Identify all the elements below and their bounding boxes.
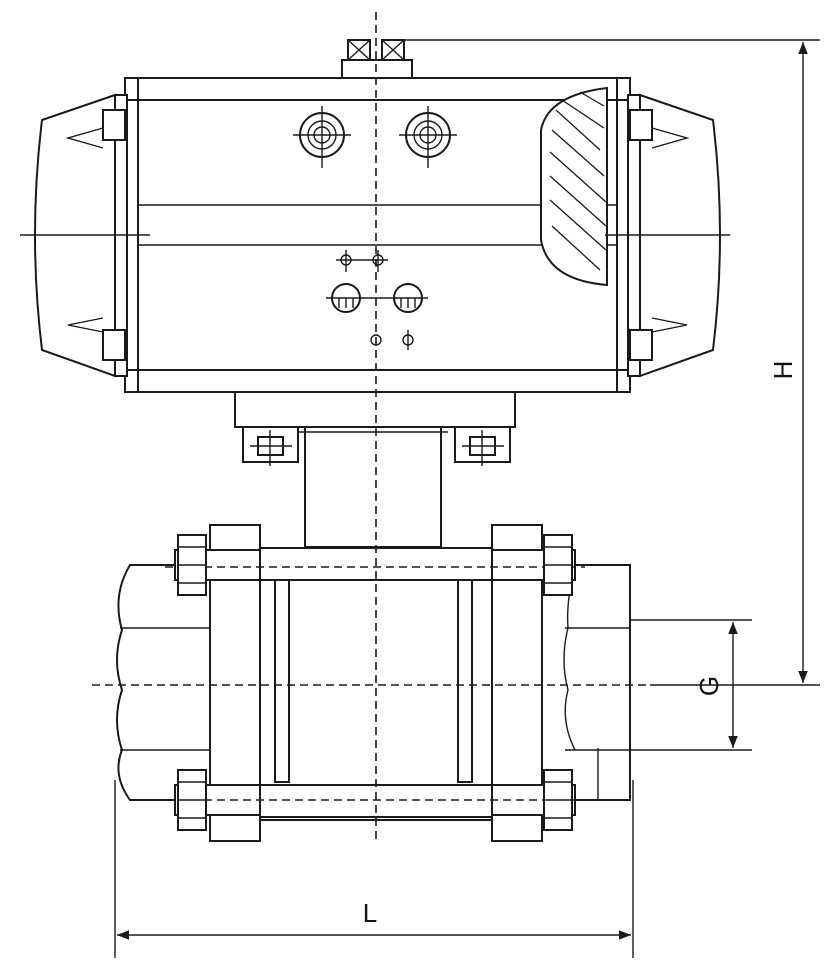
right-end-connector xyxy=(539,564,631,801)
pneumatic-actuator xyxy=(34,39,721,393)
dimension-g: G xyxy=(630,619,752,751)
dimension-label-g: G xyxy=(694,676,724,696)
dimension-l: L xyxy=(114,780,634,958)
bolt-nut-bottom-left xyxy=(177,769,207,831)
left-end-connector xyxy=(116,564,211,801)
ball-valve-body xyxy=(116,524,631,842)
dimension-label-l: L xyxy=(363,898,377,928)
dimension-h: H xyxy=(404,39,820,686)
stem-coupling xyxy=(304,426,442,548)
centerlines xyxy=(20,12,730,842)
center-body xyxy=(259,547,493,821)
dimension-label-h: H xyxy=(768,361,798,380)
air-port-right xyxy=(399,106,457,168)
bolt-nut-top-right xyxy=(543,534,573,596)
bolt-nut-top-left xyxy=(177,534,207,596)
bolt-nut-bottom-right xyxy=(543,769,573,831)
mounting-bracket xyxy=(234,391,516,548)
position-indicator xyxy=(341,39,413,81)
air-port-left xyxy=(293,106,351,168)
cutaway-section xyxy=(540,86,608,287)
